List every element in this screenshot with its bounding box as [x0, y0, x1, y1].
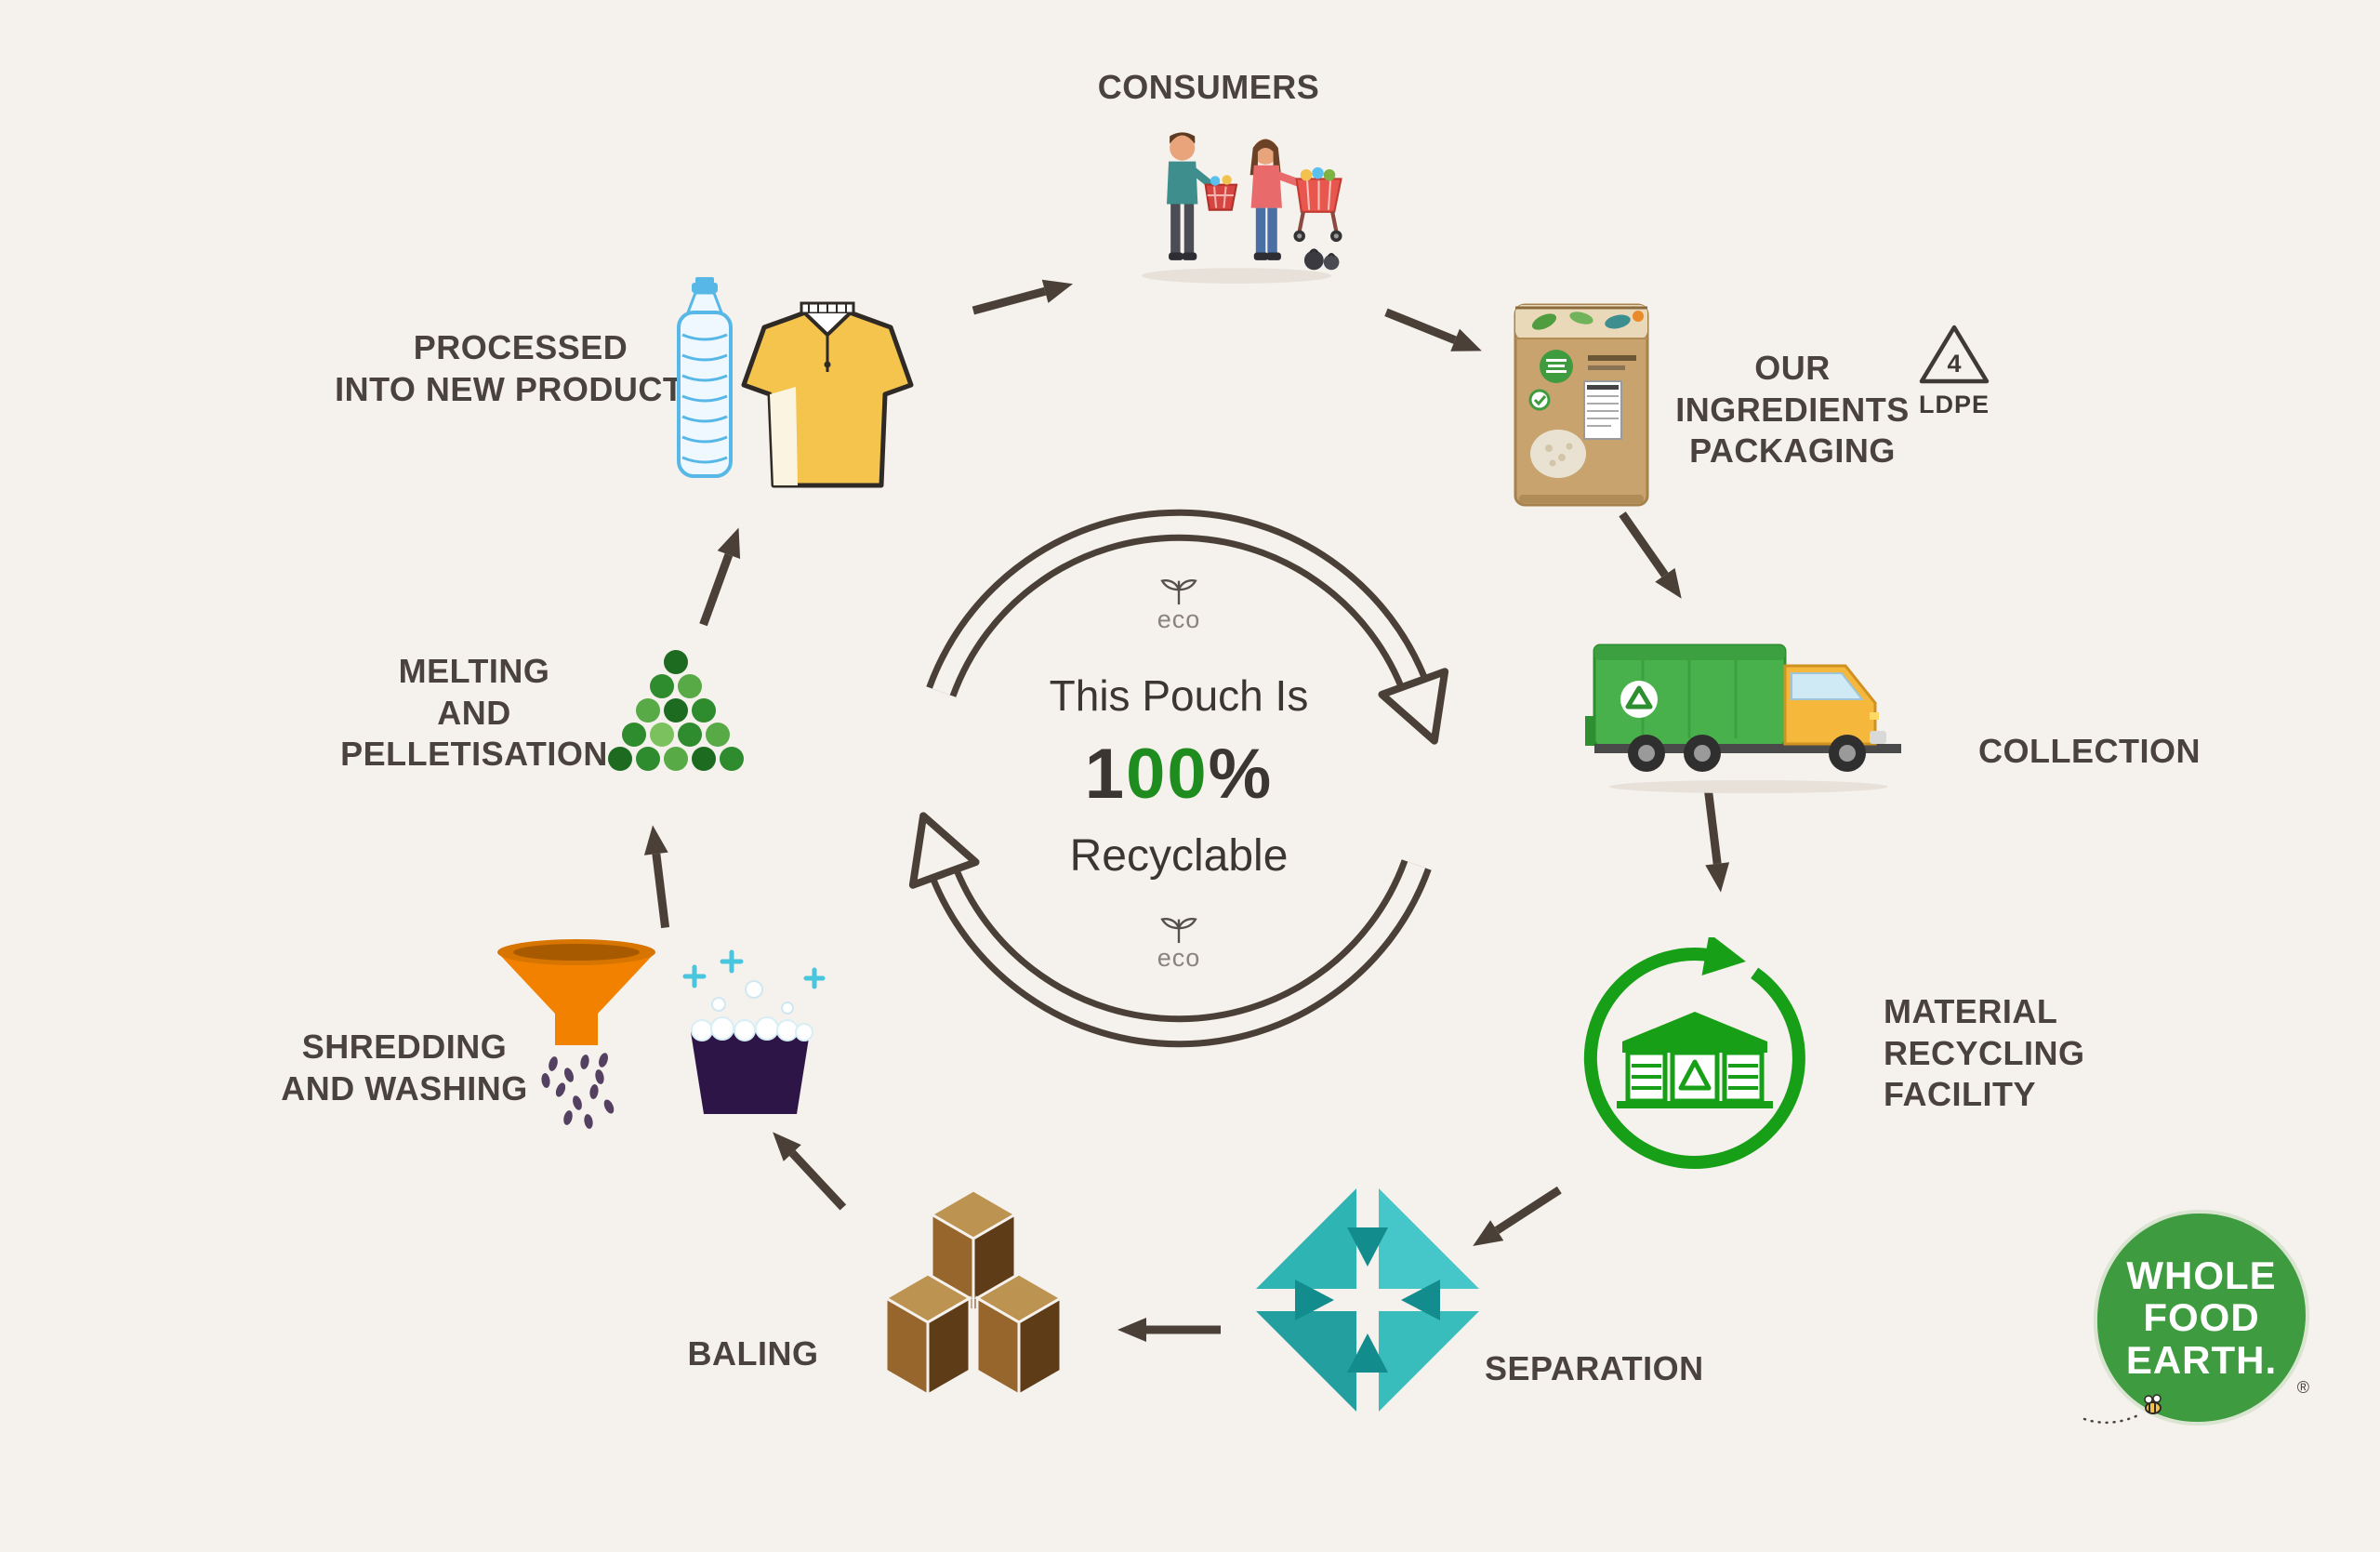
stage-label-separation: SEPARATION	[1485, 1349, 1704, 1387]
logo-line-earth: EARTH.	[2125, 1337, 2278, 1382]
ingredients-pouch-icon	[1502, 277, 1660, 519]
eco-label-top: eco	[1157, 605, 1201, 633]
ldpe-resin-code: 4 LDPE	[1908, 322, 2001, 419]
whole-food-earth-logo: WHOLE FOOD EARTH. ®	[2097, 1214, 2309, 1422]
percent-symbol: %	[1208, 735, 1274, 814]
percent-prefix: 1	[1084, 735, 1127, 814]
shredding-washing-icon	[479, 922, 832, 1141]
eco-badge-bottom: eco	[891, 914, 1467, 973]
stage-label-shredding: SHREDDING AND WASHING	[281, 1028, 528, 1108]
eco-badge-top: eco	[891, 576, 1467, 634]
flow-arrow-separation-to-baling	[1115, 1315, 1226, 1345]
eco-leaf-icon	[1160, 918, 1197, 944]
stage-label-baling: BALING	[687, 1334, 819, 1373]
logo-line-whole: WHOLE	[2126, 1253, 2277, 1297]
baling-icon	[848, 1179, 1099, 1407]
flow-arrow-packaging-to-collection	[1606, 501, 1695, 610]
center-text-line1: This Pouch Is	[1049, 671, 1309, 720]
consumers-icon	[1120, 119, 1353, 296]
pellets-icon	[597, 642, 755, 786]
bee-doodle-icon	[2082, 1394, 2162, 1425]
flow-arrow-processed-to-consumers	[964, 269, 1079, 326]
mrf-icon	[1574, 933, 1816, 1184]
center-cycle: eco This Pouch Is 100% Recyclable eco	[891, 490, 1467, 1067]
eco-label-bottom: eco	[1157, 944, 1201, 972]
ldpe-code: LDPE	[1918, 391, 1990, 418]
recycle-triangle-icon	[1919, 325, 1990, 384]
stage-label-processed: PROCESSED INTO NEW PRODUCTS	[335, 328, 707, 408]
ldpe-number: 4	[1947, 350, 1962, 378]
flow-arrow-collection-to-mrf	[1693, 782, 1736, 896]
eco-leaf-icon	[1160, 579, 1197, 605]
flow-arrow-mrf-to-separation	[1462, 1174, 1572, 1260]
percent-zeros: 00	[1126, 735, 1209, 814]
separation-icon	[1237, 1170, 1498, 1435]
cycle-arrows-icon	[908, 509, 1449, 1048]
flow-arrow-shredding-to-melting	[638, 820, 681, 935]
flow-arrow-consumers-to-packaging	[1375, 297, 1489, 366]
new-products-icon	[651, 275, 939, 503]
stage-label-consumers: CONSUMERS	[1097, 68, 1320, 106]
registered-mark: ®	[2296, 1378, 2309, 1397]
stage-label-packaging: OUR INGREDIENTS PACKAGING	[1675, 349, 1910, 471]
stage-label-mrf: MATERIAL RECYCLING FACILITY	[1884, 992, 2085, 1114]
stage-label-collection: COLLECTION	[1978, 732, 2201, 770]
collection-truck-icon	[1585, 606, 1920, 806]
flow-arrow-melting-to-processed	[687, 520, 753, 635]
logo-line-food: FOOD	[2143, 1295, 2260, 1340]
stage-label-melting: MELTING AND PELLETISATION	[340, 652, 608, 774]
center-percent: 100%	[891, 734, 1467, 815]
flow-arrow-baling-to-shredding	[760, 1120, 857, 1222]
center-text-line2: Recyclable	[1069, 831, 1289, 881]
